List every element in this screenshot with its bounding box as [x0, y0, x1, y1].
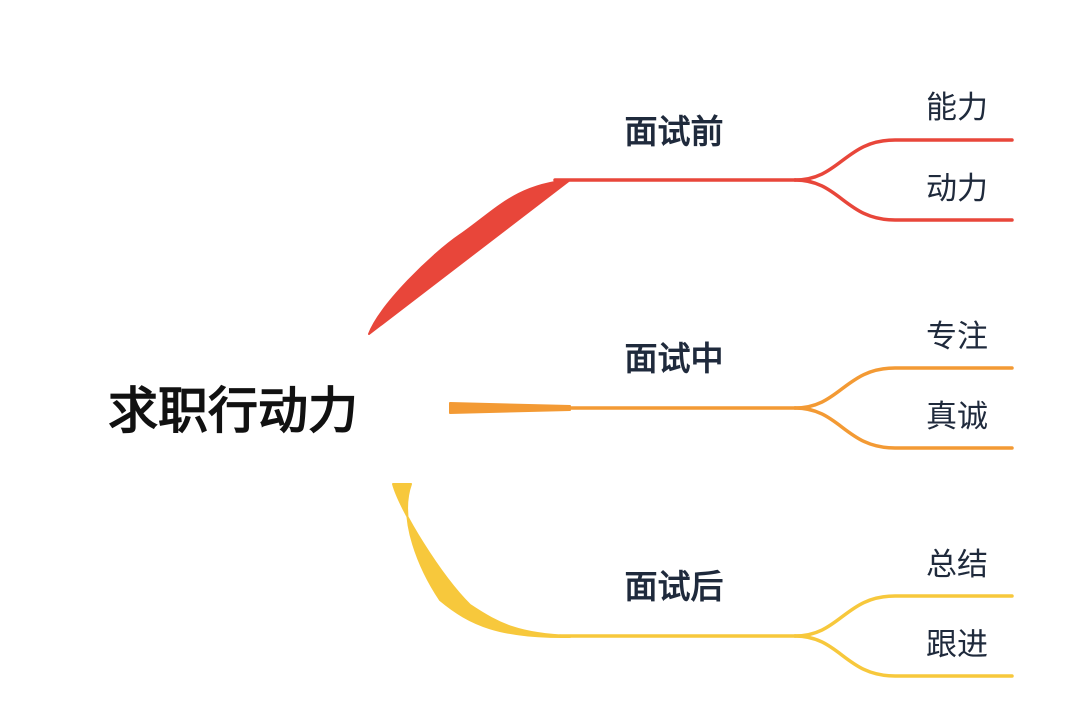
branch-before-label: 面试前	[625, 112, 724, 151]
branch-before-connector	[368, 179, 571, 335]
sub-branch-sincerity-line	[793, 406, 1014, 450]
branch-during-label: 面试中	[625, 339, 724, 378]
branch-during-interview: 面试中 专注 真诚	[449, 319, 1014, 450]
branch-after-connector	[392, 483, 571, 639]
leaf-ability-label: 能力	[926, 90, 988, 126]
branch-during-connector	[449, 402, 571, 414]
root-topic: 求职行动力	[108, 382, 358, 440]
sub-branch-followup-line	[793, 634, 1014, 678]
leaf-followup-label: 跟进	[926, 627, 988, 663]
sub-branch-motivation-line	[793, 178, 1014, 222]
sub-branch-summary-line	[793, 594, 1014, 638]
leaf-focus-label: 专注	[926, 319, 988, 355]
branch-after-interview: 面试后 总结 跟进	[392, 483, 1014, 678]
branch-before-interview: 面试前 能力 动力	[368, 90, 1014, 335]
branch-after-label: 面试后	[625, 567, 724, 606]
leaf-motivation-label: 动力	[926, 171, 988, 207]
sub-branch-ability-line	[793, 138, 1014, 182]
sub-branch-focus-line	[793, 366, 1014, 410]
leaf-summary-label: 总结	[926, 547, 988, 583]
leaf-sincerity-label: 真诚	[926, 399, 988, 435]
